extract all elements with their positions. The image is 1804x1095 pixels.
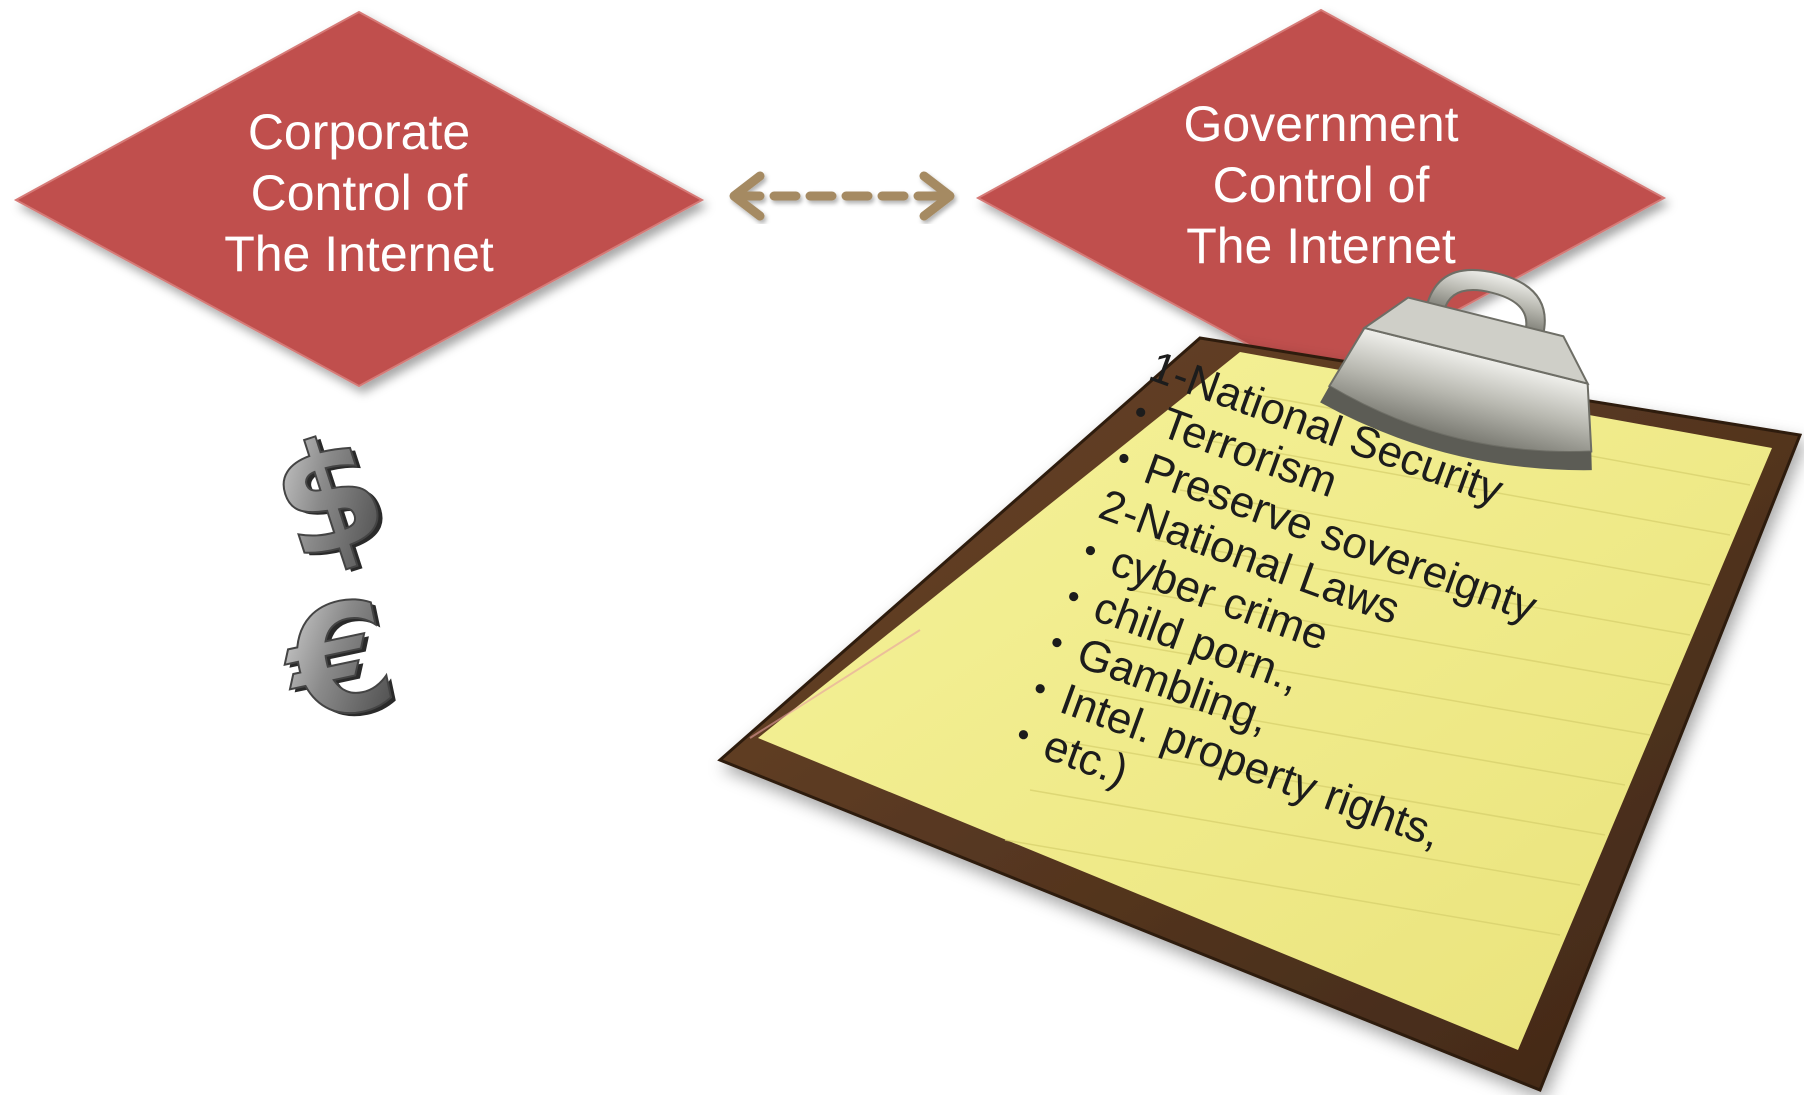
- metal-clip-icon: [1320, 268, 1593, 471]
- bidirectional-dashed-arrow: [729, 171, 955, 221]
- clipboard-illustration: [717, 336, 1803, 1092]
- svg-text:€: €: [268, 585, 409, 735]
- euro-sign-icon: € €: [267, 585, 414, 735]
- left-diamond-shape: [13, 10, 705, 388]
- corporate-control-node: Corporate Control of The Internet: [13, 10, 705, 388]
- dollar-sign-icon: $ $: [252, 414, 411, 574]
